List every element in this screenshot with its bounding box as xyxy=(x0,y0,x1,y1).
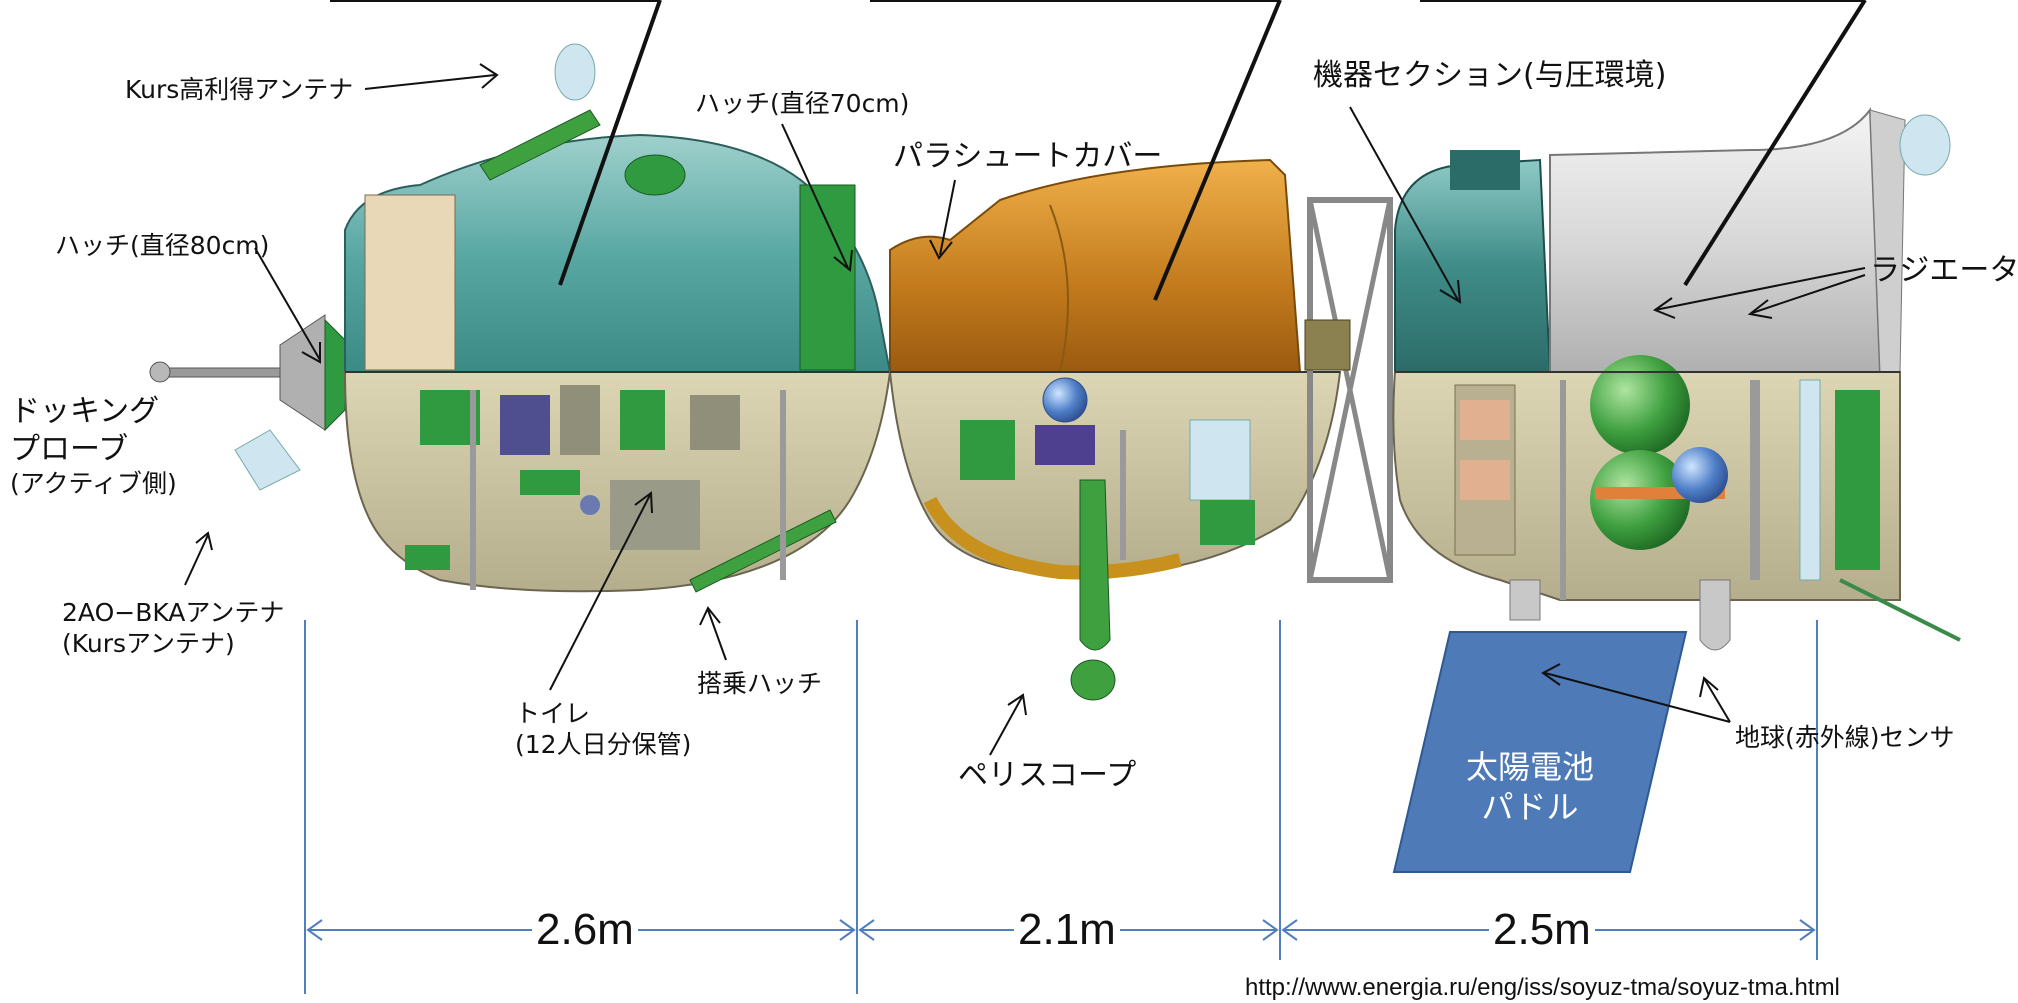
label-hatch-70cm: ハッチ(直径70cm) xyxy=(695,89,910,118)
label-2ao-bka-line1: 2AO−BKAアンテナ xyxy=(62,598,285,627)
label-earth-sensor: 地球(赤外線)センサ xyxy=(1735,723,1955,752)
label-kurs-high-gain-antenna: Kurs高利得アンテナ xyxy=(125,75,354,104)
label-radiator: ラジエータ xyxy=(1870,253,2018,288)
dimension-descent-module: 2.1m xyxy=(1014,902,1120,957)
label-periscope: ペリスコープ xyxy=(958,758,1137,793)
descent-module xyxy=(888,158,1342,701)
label-solar-panel: 太陽電池 パドル xyxy=(1455,747,1605,827)
label-toilet-line2: (12人日分保管) xyxy=(515,730,692,760)
service-module xyxy=(1304,107,1961,651)
label-boarding-hatch: 搭乗ハッチ xyxy=(697,669,823,698)
label-solar-panel-line1: 太陽電池 xyxy=(1465,748,1594,786)
label-docking-probe: ドッキング プローブ (アクティブ側) xyxy=(10,393,177,499)
label-docking-probe-line3: (アクティブ側) xyxy=(10,469,177,498)
label-parachute-cover: パラシュートカバー xyxy=(893,139,1163,174)
top-pointer-lines xyxy=(330,0,1867,301)
label-toilet-line1: トイレ xyxy=(515,699,591,728)
label-docking-probe-line2: プローブ xyxy=(10,431,129,467)
label-2ao-bka-line2: (Kursアンテナ) xyxy=(62,629,235,659)
label-toilet: トイレ (12人日分保管) xyxy=(515,698,691,761)
label-solar-panel-line2: パドル xyxy=(1481,788,1579,826)
source-url: http://www.energia.ru/eng/iss/soyuz-tma/… xyxy=(1245,974,1840,1001)
label-docking-probe-line1: ドッキング xyxy=(10,394,160,429)
label-equipment-section: 機器セクション(与圧環境) xyxy=(1313,58,1667,93)
label-arrows xyxy=(184,63,1866,756)
label-hatch-80cm: ハッチ(直径80cm) xyxy=(55,231,270,260)
dimension-orbital-module: 2.6m xyxy=(532,902,638,957)
dimension-service-module: 2.5m xyxy=(1489,902,1595,957)
label-2ao-bka-antenna: 2AO−BKAアンテナ (Kursアンテナ) xyxy=(62,597,284,660)
docking-probe xyxy=(149,314,346,491)
orbital-module xyxy=(343,43,892,593)
